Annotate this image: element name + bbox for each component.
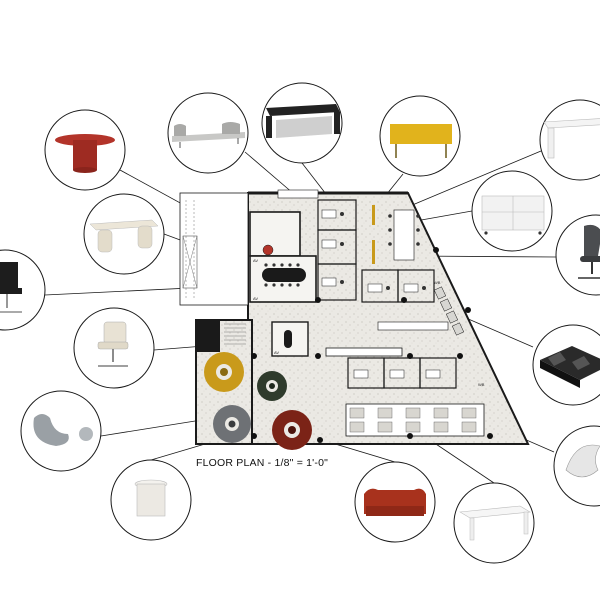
yellow-credenza-plan-1: [372, 205, 375, 225]
central-bench-plan: [377, 321, 449, 331]
cream-pedestal-table-callout: [83, 193, 165, 275]
white-drawer-cabinet-callout: [471, 170, 553, 252]
red-sofa-callout: [354, 461, 436, 543]
lounge-ring-rust: [272, 410, 312, 450]
lounge-ring-yellow: [204, 352, 244, 392]
room-label-av-3: AV: [274, 350, 279, 355]
conference-room-upper: [249, 211, 301, 257]
room-label-av-1: AV: [253, 258, 258, 263]
mesh-task-chair-callout: [555, 214, 600, 296]
grey-lounge-seat-callout: [20, 390, 102, 472]
white-side-table-callout: [110, 459, 192, 541]
yellow-credenza-plan-2: [372, 240, 375, 264]
black-cantilever-desk-callout: [261, 82, 343, 164]
red-round-table-plan: [262, 244, 274, 256]
white-table-callout: [453, 482, 535, 564]
private-offices: [317, 199, 435, 303]
stair-core: [196, 320, 220, 352]
boardroom-table-plan: [262, 268, 306, 282]
black-modular-seating-callout: [532, 324, 600, 406]
lounge-ring-green: [257, 371, 287, 401]
floor-plan: AV AV: [179, 189, 530, 450]
room-label-wb-2: WB: [478, 382, 485, 387]
black-aluminum-chair-callout: [0, 249, 46, 331]
structural-columns: [251, 247, 493, 443]
modular-seating-plan: [433, 286, 465, 336]
room-label-wb-1: WB: [434, 280, 441, 285]
white-desk-callout: [539, 99, 600, 181]
yellow-credenza-callout: [379, 95, 461, 177]
lounge-bench-callout: [167, 92, 249, 174]
white-sculptural-chair-callout: [553, 425, 600, 507]
lounge-ring-grey: [213, 405, 251, 443]
red-round-table-callout: [44, 109, 126, 191]
white-task-chair-callout: [73, 307, 155, 389]
room-label-av-2: AV: [253, 296, 258, 301]
floor-plan-caption: FLOOR PLAN - 1/8" = 1'-0": [196, 457, 329, 469]
